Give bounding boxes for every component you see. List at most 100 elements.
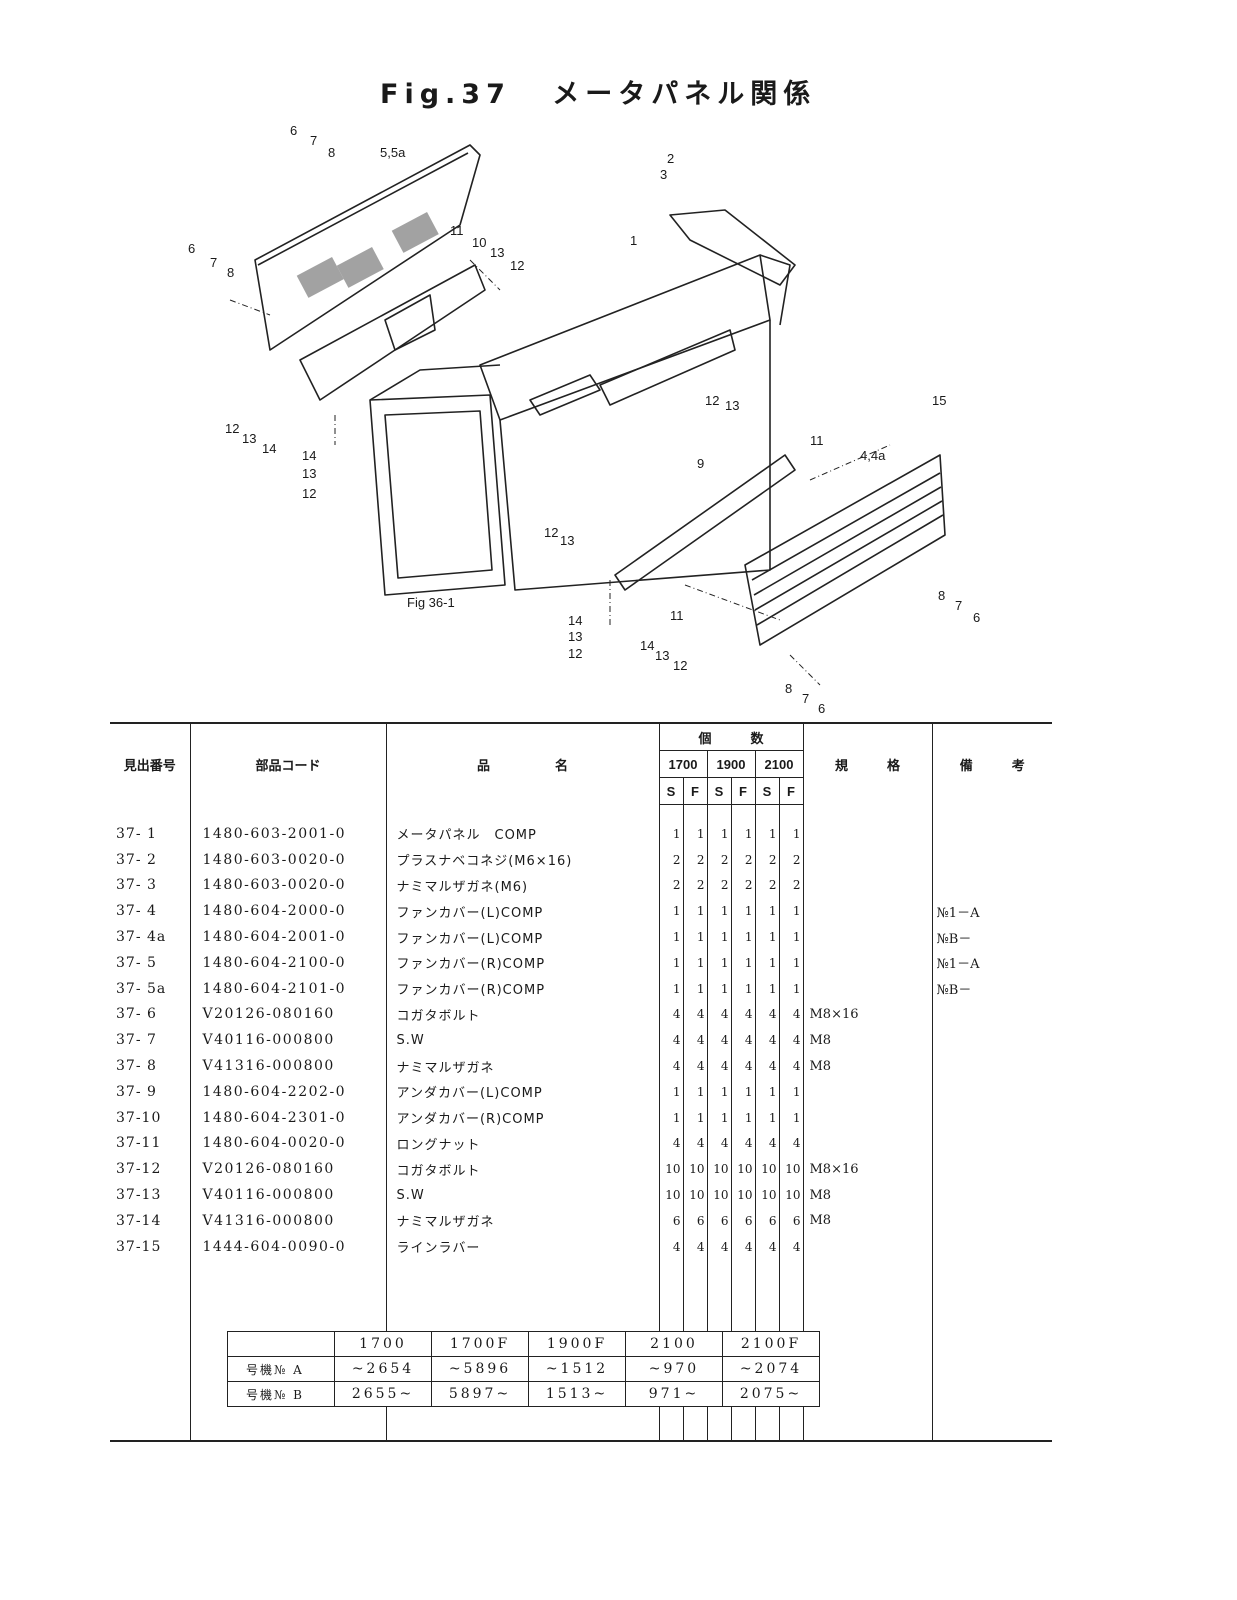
- part-quantity: 4: [658, 1027, 683, 1054]
- part-spec: [802, 924, 932, 950]
- header-sf: F: [730, 777, 755, 805]
- label-11: 11: [450, 223, 464, 238]
- part-number: 37-12: [116, 1161, 162, 1178]
- empty-cell: [778, 1414, 803, 1443]
- part-number: 37-14: [116, 1212, 162, 1229]
- part-quantity: 10: [706, 1156, 731, 1183]
- part-note: №1－A: [931, 949, 1052, 976]
- parts-table: 見出番号 部品コード 品 名 個 数 規 格 備 考 1700 1900 210…: [110, 722, 1052, 1443]
- figure-title: メータパネル関係: [552, 79, 817, 110]
- under-cover-9: [614, 454, 796, 591]
- part-name: ナミマルザガネ: [385, 1207, 659, 1234]
- part-quantity: 1: [658, 1104, 683, 1131]
- label-12e: 12: [544, 525, 558, 540]
- header-name: 品 名: [385, 722, 659, 805]
- part-quantity: 6: [706, 1207, 731, 1234]
- label-9: 9: [697, 456, 704, 471]
- part-number: 37-10: [116, 1109, 162, 1126]
- serial-col-header: 1700: [334, 1331, 432, 1357]
- part-spec: [802, 1104, 932, 1131]
- part-quantity: 4: [778, 1233, 803, 1260]
- label-12g: 12: [673, 658, 687, 673]
- part-quantity: 1: [754, 949, 779, 976]
- header-number: 見出番号: [110, 722, 190, 805]
- part-quantity: 1: [730, 949, 755, 976]
- part-number: 37- 7: [116, 1032, 157, 1049]
- part-quantity: 10: [778, 1182, 803, 1208]
- part-quantity: 1: [682, 949, 707, 976]
- label-5-5a: 5,5a: [380, 145, 406, 160]
- header-sf: S: [754, 777, 779, 805]
- header-sf: F: [778, 777, 803, 805]
- part-code: V41316-000800: [189, 1207, 386, 1234]
- label-13b: 13: [242, 431, 256, 446]
- part-spec: [802, 949, 932, 976]
- label-13d: 13: [725, 398, 739, 413]
- empty-cell: [385, 1285, 659, 1312]
- part-quantity: 10: [730, 1156, 755, 1183]
- label-6d: 6: [818, 701, 825, 715]
- table-empty-row: [110, 1259, 1052, 1286]
- empty-cell: [931, 1388, 1052, 1415]
- part-number: 37- 9: [116, 1083, 157, 1100]
- part-quantity: 1: [754, 821, 779, 847]
- empty-cell: [110, 1260, 190, 1286]
- part-quantity: 1: [658, 975, 683, 1002]
- part-code: V20126-080160: [189, 1001, 386, 1028]
- part-quantity: 10: [682, 1182, 707, 1208]
- part-name: ナミマルザガネ: [385, 1053, 659, 1079]
- grille-mesh: [296, 212, 439, 298]
- serial-col-header: 1900F: [528, 1331, 626, 1357]
- fan-cover-4: [744, 454, 946, 646]
- part-quantity: 4: [778, 1027, 803, 1054]
- label-6c: 6: [973, 610, 980, 625]
- panel-5: [254, 144, 481, 351]
- part-note: [931, 821, 1052, 847]
- part-quantity: 4: [682, 1053, 707, 1079]
- empty-cell: [730, 1414, 755, 1443]
- part-name: ラインラバー: [385, 1233, 659, 1260]
- hood-frame: [479, 254, 771, 421]
- label-15: 15: [932, 393, 946, 408]
- part-name: ナミマルザガネ(M6): [385, 872, 659, 899]
- part-name: S.W: [385, 1182, 659, 1208]
- serial-value: ~2074: [722, 1356, 820, 1382]
- empty-cell: [802, 1362, 932, 1389]
- part-quantity: 1: [778, 1104, 803, 1131]
- label-14b: 14: [262, 441, 276, 456]
- part-quantity: 2: [778, 872, 803, 899]
- part-quantity: 1: [658, 949, 683, 976]
- front-frame: [369, 394, 506, 596]
- part-code: V40116-000800: [189, 1182, 386, 1208]
- serial-corner: [227, 1331, 335, 1357]
- part-quantity: 4: [754, 1233, 779, 1260]
- label-3: 3: [660, 167, 667, 182]
- part-quantity: 6: [658, 1207, 683, 1234]
- part-quantity: 4: [706, 1053, 731, 1079]
- part-spec: [802, 1233, 932, 1260]
- part-spec: M8: [802, 1027, 932, 1054]
- label-6: 6: [290, 123, 297, 138]
- empty-cell: [931, 1311, 1052, 1337]
- label-7: 7: [310, 133, 317, 148]
- part-note: [931, 1233, 1052, 1260]
- part-quantity: 10: [658, 1156, 683, 1183]
- part-code: V20126-080160: [189, 1156, 386, 1183]
- empty-cell: [931, 1336, 1052, 1363]
- part-note: №B－: [931, 924, 1052, 950]
- label-6b: 6: [188, 241, 195, 256]
- empty-cell: [754, 1259, 779, 1286]
- part-quantity: 1: [658, 1078, 683, 1105]
- part-number: 37- 1: [116, 825, 157, 842]
- header-model-1700: 1700: [658, 750, 707, 778]
- serial-col-header: 1700F: [431, 1331, 529, 1357]
- table-empty-row: [110, 1414, 1052, 1443]
- part-quantity: 2: [754, 872, 779, 899]
- part-quantity: 1: [730, 975, 755, 1002]
- empty-cell: [658, 1259, 683, 1286]
- part-name: ファンカバー(R)COMP: [385, 975, 659, 1002]
